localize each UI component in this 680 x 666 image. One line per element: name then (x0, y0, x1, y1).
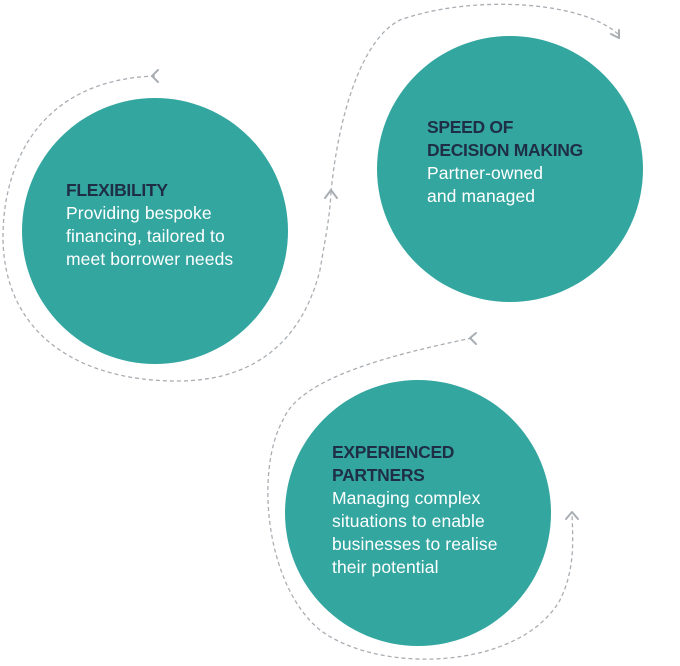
connector-around-flexibility (2, 75, 332, 382)
arrow-speed-left-icon (469, 332, 477, 345)
circle-experienced-text: EXPERIENCED PARTNERS Managing complex si… (332, 441, 498, 579)
circle-flexibility: FLEXIBILITY Providing bespoke financing,… (22, 98, 288, 364)
speed-title: SPEED OF DECISION MAKING (427, 117, 583, 160)
circle-experienced: EXPERIENCED PARTNERS Managing complex si… (285, 380, 551, 646)
arrow-flexibility-left-icon (151, 69, 159, 83)
flexibility-description: Providing bespoke financing, tailored to… (66, 203, 234, 269)
speed-description: Partner-owned and managed (427, 163, 544, 206)
circle-speed-text: SPEED OF DECISION MAKING Partner-owned a… (427, 116, 583, 208)
experienced-description: Managing complex situations to enable bu… (332, 488, 498, 577)
arrow-experienced-up-icon (565, 511, 579, 520)
circle-speed: SPEED OF DECISION MAKING Partner-owned a… (377, 36, 643, 302)
circle-flexibility-text: FLEXIBILITY Providing bespoke financing,… (66, 179, 233, 271)
flexibility-title: FLEXIBILITY (66, 180, 168, 200)
arrow-up-left-icon (324, 189, 338, 199)
connector-to-speed (330, 3, 619, 193)
connector-speed-to-experienced (267, 337, 574, 660)
arrow-down-right-icon (610, 29, 620, 39)
experienced-title: EXPERIENCED PARTNERS (332, 442, 455, 485)
